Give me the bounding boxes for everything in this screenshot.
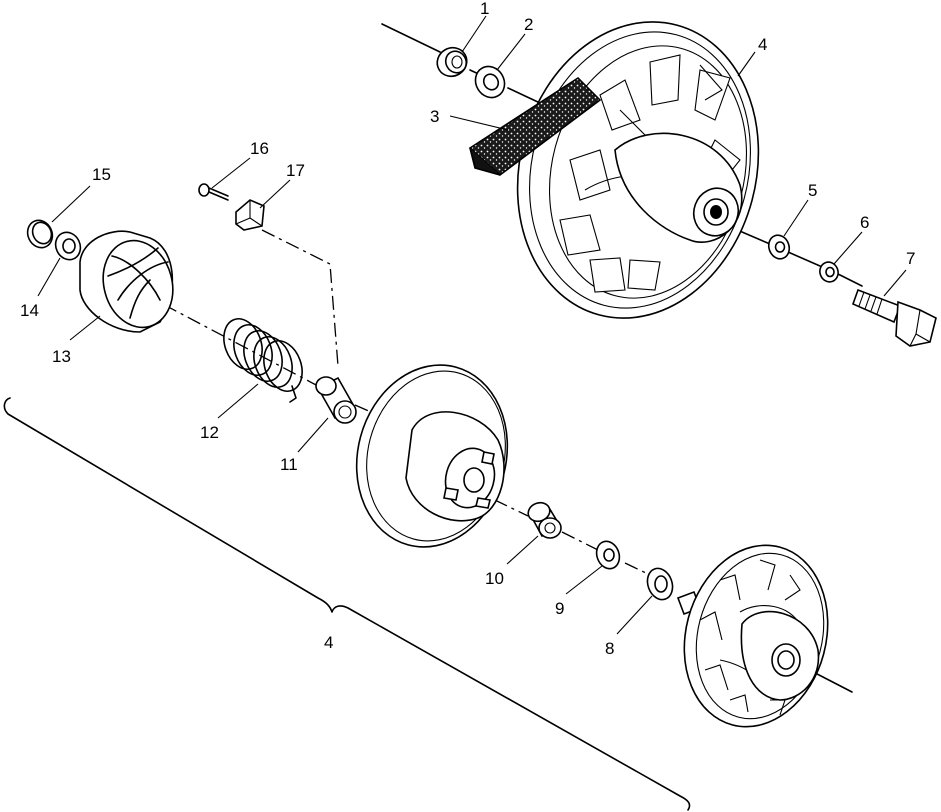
callout-17: 17 (286, 161, 305, 180)
callout-labels: 1 2 3 4 5 6 7 8 9 10 11 12 13 14 15 16 1… (20, 0, 915, 658)
part-11-bushing (315, 376, 357, 424)
part-13-cam (79, 230, 174, 333)
callout-12: 12 (200, 423, 219, 442)
callout-1: 1 (480, 0, 489, 18)
part-9-washer (595, 540, 621, 570)
callout-14: 14 (20, 301, 39, 320)
movable-sheave (355, 364, 509, 548)
callout-3: 3 (430, 107, 439, 126)
callout-8: 8 (605, 639, 614, 658)
part-12-spring (223, 318, 303, 403)
part-4-stationary-sheave (516, 21, 760, 319)
callout-10: 10 (485, 569, 504, 588)
callout-13: 13 (52, 347, 71, 366)
part-8-washer (646, 567, 674, 601)
assembled-stationary-sheave (676, 544, 829, 728)
part-3-drive-belt (468, 76, 602, 177)
part-17-button (235, 199, 265, 231)
callout-4: 4 (758, 35, 767, 54)
part-2-washer (474, 65, 506, 99)
part-5-washer (767, 234, 791, 260)
part-14-washer (54, 231, 82, 261)
callout-5: 5 (808, 181, 817, 200)
part-6-lock-washer (819, 261, 839, 283)
part-7-bolt (851, 288, 937, 347)
part-16-pin (198, 183, 229, 201)
part-10-bushing (527, 501, 562, 539)
callout-7: 7 (906, 249, 915, 268)
leader-lines (37, 15, 907, 635)
part-1-bearing (436, 46, 468, 78)
callout-2: 2 (524, 15, 533, 34)
assembly-bracket (3, 397, 691, 811)
callout-16: 16 (250, 139, 269, 158)
callout-15: 15 (92, 165, 111, 184)
callout-6: 6 (860, 213, 869, 232)
assembly-label: 4 (324, 633, 333, 652)
callout-11: 11 (280, 455, 298, 474)
part-15-snap-ring (26, 219, 54, 249)
callout-9: 9 (555, 599, 564, 618)
